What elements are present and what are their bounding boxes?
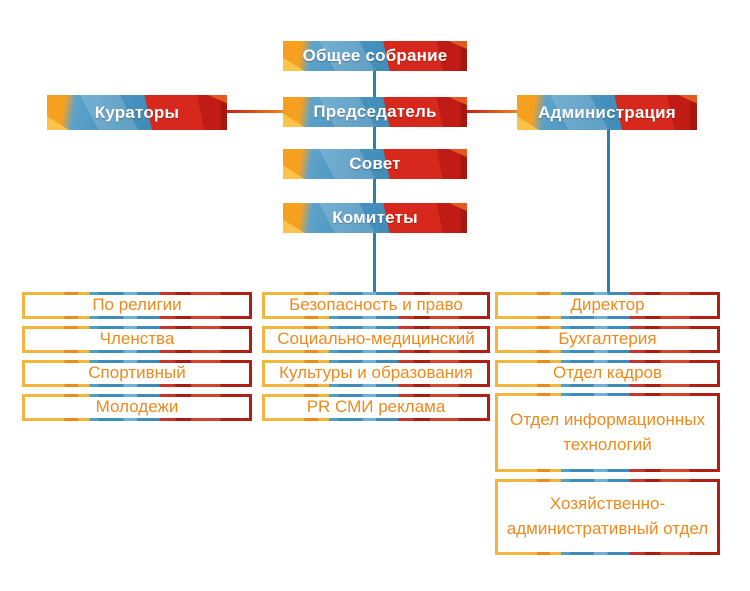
connector-chairman-council <box>373 127 376 150</box>
dept-box-culture-education: Культуры и образования <box>262 360 490 387</box>
dept-label: Отдел кадров <box>552 363 663 383</box>
dept-box-religion: По религии <box>22 292 252 319</box>
connector-administration-director <box>607 130 610 293</box>
node-label: Администрация <box>538 102 676 122</box>
node-label: Председатель <box>313 102 437 121</box>
node-administration: Администрация <box>517 95 697 130</box>
dept-label: Отдел информационных технологий <box>509 409 705 454</box>
dept-label: Бухгалтерия <box>558 329 657 349</box>
dept-label: Социально-медицинский <box>277 329 475 349</box>
dept-label: PR СМИ реклама <box>306 397 446 417</box>
dept-box-pr-media: PR СМИ реклама <box>262 394 490 421</box>
node-curators: Кураторы <box>47 95 227 130</box>
dept-box-social-medical: Социально-медицинский <box>262 326 490 353</box>
node-chairman: Председатель <box>283 97 467 127</box>
connector-curators-chairman <box>227 110 283 113</box>
node-council: Совет <box>283 149 467 179</box>
dept-label: Спортивный <box>88 363 186 383</box>
dept-box-it: Отдел информационных технологий <box>495 393 720 472</box>
connector-committees-middle-column <box>373 233 376 293</box>
dept-box-director: Директор <box>495 292 720 319</box>
node-general-assembly: Общее собрание <box>283 41 467 71</box>
dept-box-membership: Членства <box>22 326 252 353</box>
dept-label: Членства <box>99 329 175 349</box>
dept-label: Директор <box>570 295 645 315</box>
dept-label: Безопасность и право <box>289 295 463 315</box>
node-label: Кураторы <box>94 102 180 122</box>
dept-label: Хозяйственно-административный отдел <box>506 494 709 538</box>
dept-box-hr: Отдел кадров <box>495 360 720 387</box>
dept-box-admin-economic: Хозяйственно-административный отдел <box>495 479 720 555</box>
node-label: Общее собрание <box>302 46 448 65</box>
node-label: Совет <box>349 154 401 173</box>
dept-label: Молодежи <box>95 397 179 417</box>
connector-assembly-chairman <box>373 71 376 97</box>
connector-chairman-administration <box>467 110 517 113</box>
dept-box-security-law: Безопасность и право <box>262 292 490 319</box>
node-label: Комитеты <box>332 208 418 227</box>
dept-label: Культуры и образования <box>279 363 473 383</box>
dept-box-youth: Молодежи <box>22 394 252 421</box>
dept-label: По религии <box>92 295 182 315</box>
node-committees: Комитеты <box>283 203 467 233</box>
dept-box-sports: Спортивный <box>22 360 252 387</box>
dept-box-accounting: Бухгалтерия <box>495 326 720 353</box>
connector-council-committees <box>373 179 376 204</box>
